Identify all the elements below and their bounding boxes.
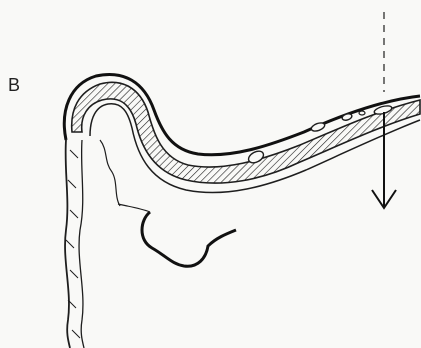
lumen-oval [310,121,326,132]
lumen-oval [341,113,352,122]
hatched-wall-band [72,82,420,183]
bulge-connector [118,204,150,212]
left-wall-outer [65,140,70,348]
left-wall-inner [79,140,84,348]
lower-bulge-outline [142,212,236,266]
lumen-oval [359,111,365,115]
inner-fold [100,140,120,206]
